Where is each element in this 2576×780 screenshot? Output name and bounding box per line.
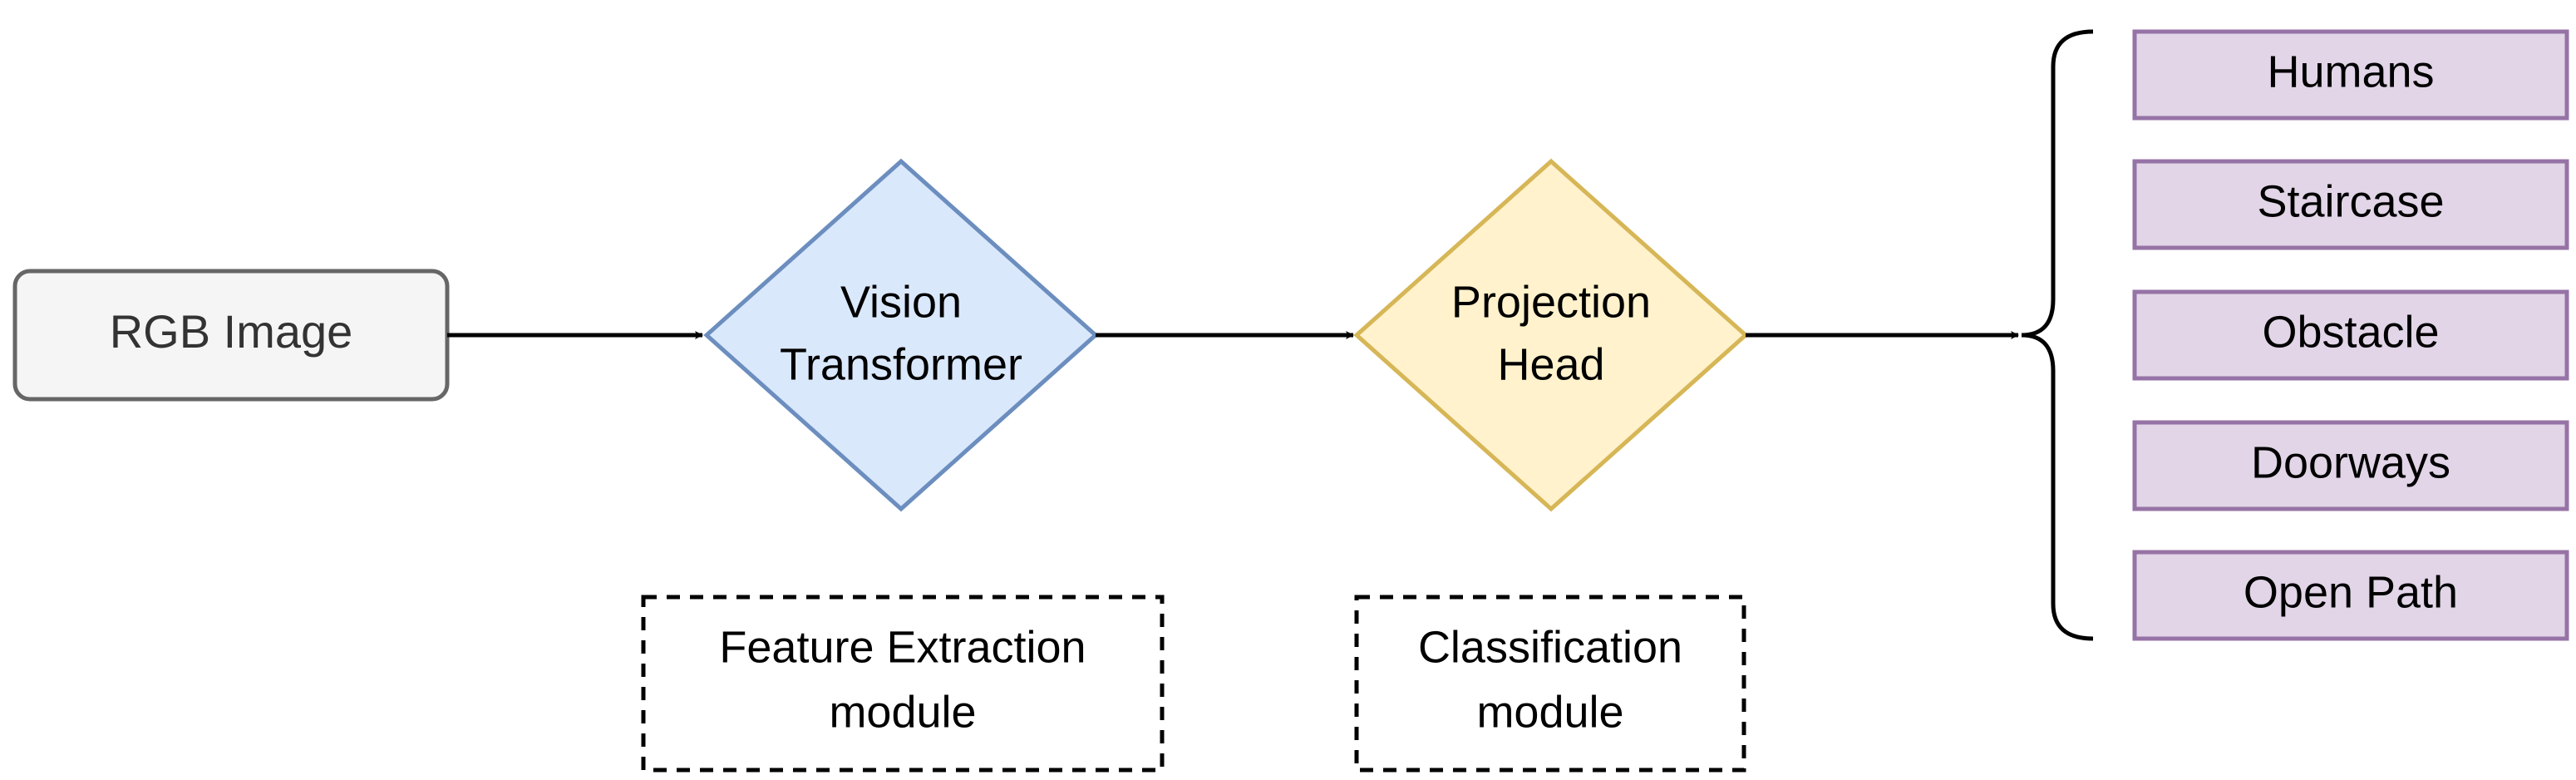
class-label: Humans [2267, 47, 2434, 96]
rgb-image-node: RGB Image [12, 269, 450, 402]
projection-head-line-1: Projection [1451, 277, 1651, 327]
class-label: Obstacle [2262, 307, 2439, 357]
classification-line-1: Classification [1418, 622, 1682, 672]
projection-head-line-2: Head [1497, 339, 1604, 389]
vision-transformer-line-1: Vision [840, 277, 962, 327]
class-open-path: Open Path [2132, 550, 2569, 641]
classification-module: Classification module [1354, 595, 1746, 773]
class-doorways: Doorways [2132, 420, 2569, 511]
class-label: Open Path [2244, 567, 2458, 617]
projection-head-node: Projection Head [1353, 158, 1749, 512]
rgb-image-label: RGB Image [110, 305, 353, 358]
class-staircase: Staircase [2132, 159, 2569, 250]
vision-transformer-line-2: Transformer [780, 339, 1022, 389]
feature-extraction-line-2: module [829, 687, 976, 737]
class-label: Doorways [2251, 437, 2450, 487]
class-label: Staircase [2257, 176, 2444, 226]
class-humans: Humans [2132, 29, 2569, 121]
feature-extraction-module: Feature Extraction module [641, 595, 1165, 773]
feature-extraction-line-1: Feature Extraction [719, 622, 1086, 672]
classification-line-2: module [1476, 687, 1623, 737]
class-brace [2021, 29, 2094, 641]
vision-transformer-node: Vision Transformer [703, 158, 1099, 512]
class-obstacle: Obstacle [2132, 289, 2569, 381]
